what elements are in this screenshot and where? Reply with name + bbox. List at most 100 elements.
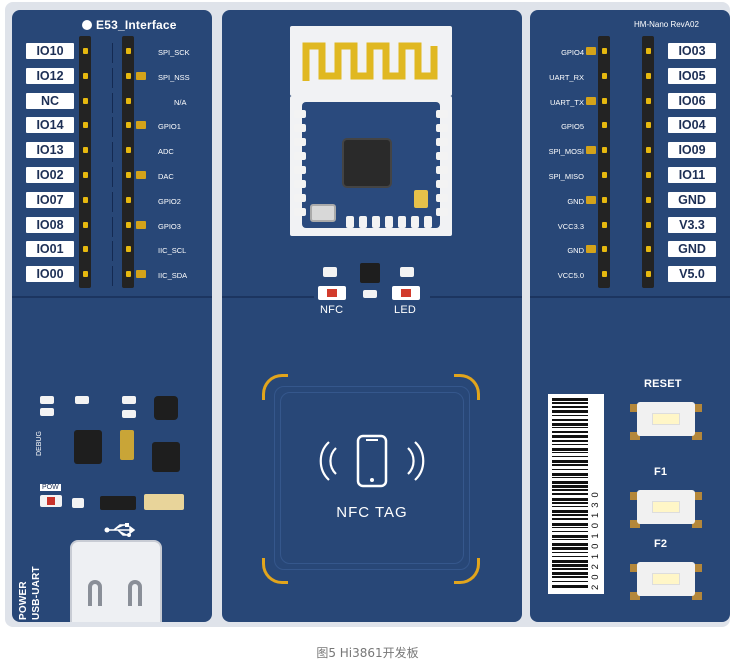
nfc-coil-corner — [454, 374, 480, 400]
io-label-right: GND — [668, 191, 716, 208]
module-pad — [436, 124, 448, 132]
nfc-led — [318, 286, 346, 300]
header-pin — [646, 48, 651, 54]
hm-nano-title: HM-Nano RevA02 — [634, 20, 699, 29]
header-pin — [646, 122, 651, 129]
header-pin — [126, 172, 131, 178]
module-pad — [436, 110, 448, 118]
nfc-coil-corner — [262, 374, 288, 400]
pin-name-right: VCC3.3 — [557, 221, 584, 231]
header-pin — [83, 72, 88, 79]
header-pin — [602, 147, 607, 154]
barcode-bar — [552, 539, 588, 541]
usb-c-connector[interactable] — [70, 540, 162, 622]
barcode-bar — [552, 572, 588, 576]
io-label-right: IO11 — [668, 167, 716, 183]
barcode-bar — [552, 427, 588, 429]
solder-pad — [586, 146, 596, 155]
solder-pad — [136, 71, 146, 80]
barcode-bar — [552, 451, 588, 454]
e53-header-inner — [122, 36, 134, 288]
power-label: POWER — [18, 581, 29, 620]
module-pad — [294, 166, 306, 174]
pin-name-right: GPIO4 — [561, 48, 584, 57]
solder-pad — [586, 47, 596, 55]
nfc-coil-trace — [274, 386, 470, 570]
f1-button[interactable] — [622, 482, 710, 538]
io-label-right: V5.0 — [668, 266, 716, 283]
header-pin — [83, 196, 88, 203]
barcode-bar — [552, 472, 588, 476]
header-pin — [126, 147, 131, 154]
io-label-left: IO14 — [26, 117, 74, 134]
trace — [112, 241, 113, 262]
barcode-bar — [552, 481, 588, 484]
pin-name-left: GPIO1 — [158, 122, 181, 132]
hm-header-inner — [598, 36, 610, 288]
module-pad — [372, 216, 380, 228]
header-pin — [126, 48, 131, 54]
module-pad — [436, 138, 448, 146]
header-pin — [83, 122, 88, 129]
barcode-bar — [552, 464, 588, 466]
smd-part — [363, 290, 377, 298]
pin-name-right: SPI_MOSI — [548, 147, 584, 157]
hi3861-chip — [342, 138, 392, 188]
header-pin — [126, 271, 131, 278]
header-pin — [126, 221, 131, 228]
smd-resistor — [72, 498, 84, 508]
crystal — [310, 204, 336, 222]
solder-pad — [136, 270, 146, 279]
pin-name-left: SPI_SCK — [158, 48, 190, 57]
header-pin — [646, 172, 651, 178]
pcb-antenna-icon — [302, 42, 438, 81]
trace — [112, 191, 113, 212]
barcode-bar — [552, 476, 588, 479]
barcode-bar — [552, 543, 588, 546]
wifi-module — [290, 96, 452, 236]
module-pad — [424, 216, 432, 228]
panel-divider — [530, 296, 730, 298]
barcode-bar — [552, 505, 588, 508]
barcode-bar — [552, 559, 588, 563]
header-pin — [646, 72, 651, 79]
io-label-right: V3.3 — [668, 216, 716, 233]
pin-name-left: DAC — [158, 172, 174, 181]
f1-label: F1 — [654, 466, 668, 478]
pin-name-right: UART_RX — [549, 72, 584, 82]
header-pin — [126, 97, 131, 104]
header-pin — [602, 97, 607, 104]
io-label-right: IO03 — [668, 43, 716, 59]
panel-divider — [222, 296, 314, 298]
header-pin — [83, 172, 88, 178]
barcode-bar — [552, 489, 588, 491]
io-label-left: IO02 — [26, 167, 74, 183]
inductor-chip — [154, 396, 178, 420]
header-pin — [83, 97, 88, 104]
trace — [112, 117, 113, 138]
f2-button[interactable] — [622, 554, 710, 610]
header-pin — [83, 221, 88, 228]
barcode-bar — [552, 568, 588, 570]
pin-name-right: GPIO5 — [561, 122, 584, 132]
pin-name-right: GND — [567, 196, 584, 206]
barcode-bar — [552, 534, 588, 538]
barcode-bar — [552, 410, 588, 414]
barcode-bar — [552, 551, 588, 553]
reset-button[interactable] — [622, 394, 710, 450]
usb-icon — [104, 523, 136, 537]
antenna-area — [290, 26, 452, 96]
barcode-bar — [552, 398, 588, 401]
barcode-bar — [552, 501, 588, 505]
header-pin — [646, 221, 651, 228]
panel-divider — [12, 296, 212, 298]
module-pad — [385, 216, 393, 228]
f2-label: F2 — [654, 538, 668, 550]
pin-name-right: SPI_MISO — [548, 172, 584, 181]
header-pin — [126, 246, 131, 253]
barcode-bar — [552, 522, 588, 526]
header-pin — [83, 48, 88, 54]
barcode-bar — [552, 580, 588, 582]
header-pin — [646, 97, 651, 104]
io-label-right: IO04 — [668, 117, 716, 134]
